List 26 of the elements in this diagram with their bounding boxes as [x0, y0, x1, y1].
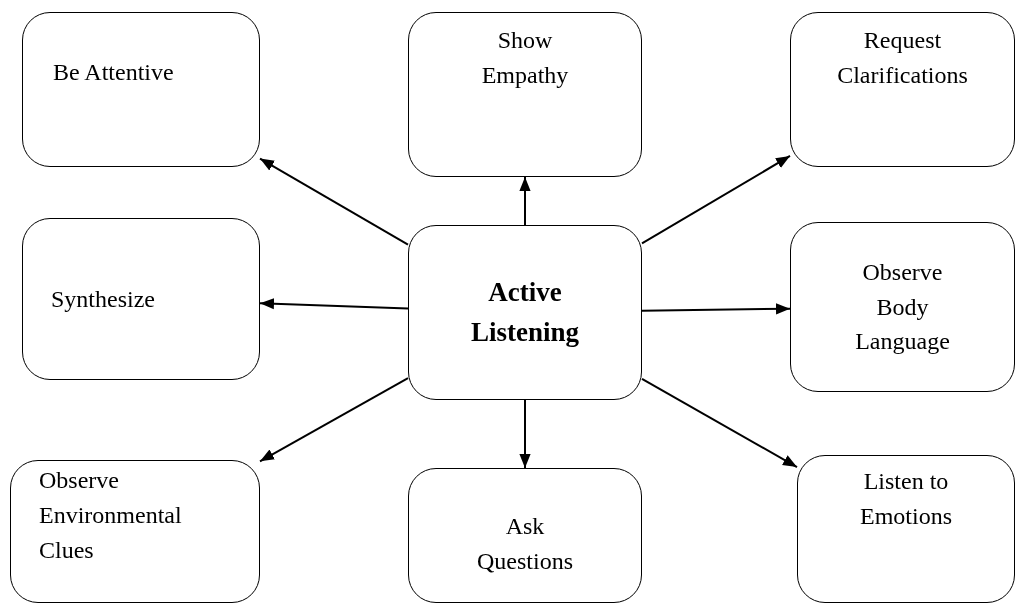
node-label: Observe Body Language	[854, 257, 951, 357]
node-label: Ask Questions	[476, 512, 574, 576]
arrow	[519, 399, 531, 469]
node-label: Request Clarifications	[836, 26, 969, 90]
node-label: Synthesize	[51, 284, 156, 314]
rounded-box	[790, 12, 1015, 167]
arrow	[259, 157, 409, 246]
rounded-box	[408, 12, 642, 177]
rounded-box	[10, 460, 260, 603]
node-label: Listen to Emotions	[859, 467, 953, 531]
rounded-box	[408, 468, 642, 603]
rounded-box	[22, 218, 260, 380]
node-label: Be Attentive	[53, 58, 175, 87]
node-label: Show Empathy	[480, 26, 570, 90]
arrow	[641, 378, 798, 469]
rounded-box	[797, 455, 1015, 603]
arrow	[519, 176, 531, 226]
arrow	[259, 377, 409, 463]
rounded-box	[22, 12, 260, 167]
rounded-box	[790, 222, 1015, 392]
arrow	[641, 303, 791, 315]
rounded-box	[408, 225, 642, 400]
arrow	[641, 154, 791, 245]
node-label: Active Listening	[470, 276, 580, 349]
arrow	[259, 298, 409, 310]
node-label: Observe Environmental Clues	[39, 466, 183, 565]
